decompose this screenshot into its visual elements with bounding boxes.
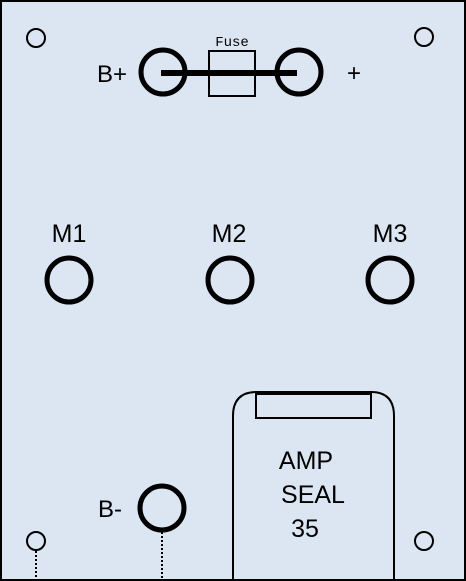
m2-label: M2 bbox=[212, 220, 247, 248]
b-plus-label: B+ bbox=[97, 61, 127, 88]
m2-terminal bbox=[205, 255, 255, 305]
mounting-hole-top-left bbox=[26, 28, 46, 48]
b-minus-label: B- bbox=[98, 496, 122, 523]
mounting-hole-bottom-right bbox=[414, 531, 434, 551]
connector-label-line3: 35 bbox=[291, 515, 319, 543]
b-minus-terminal bbox=[137, 483, 187, 533]
fuse-label: Fuse bbox=[215, 35, 249, 51]
connector-label-line2: SEAL bbox=[281, 481, 345, 509]
amp-seal-latch bbox=[255, 393, 372, 419]
m3-terminal bbox=[365, 255, 415, 305]
mounting-hole-bottom-left bbox=[26, 531, 46, 551]
connector-label-line1: AMP bbox=[279, 447, 333, 475]
m1-label: M1 bbox=[52, 220, 87, 248]
m3-label: M3 bbox=[373, 220, 408, 248]
amp-seal-connector-outline bbox=[232, 391, 395, 581]
mounting-hole-top-right bbox=[414, 27, 434, 47]
m1-terminal bbox=[44, 255, 94, 305]
plus-label: + bbox=[347, 60, 361, 87]
